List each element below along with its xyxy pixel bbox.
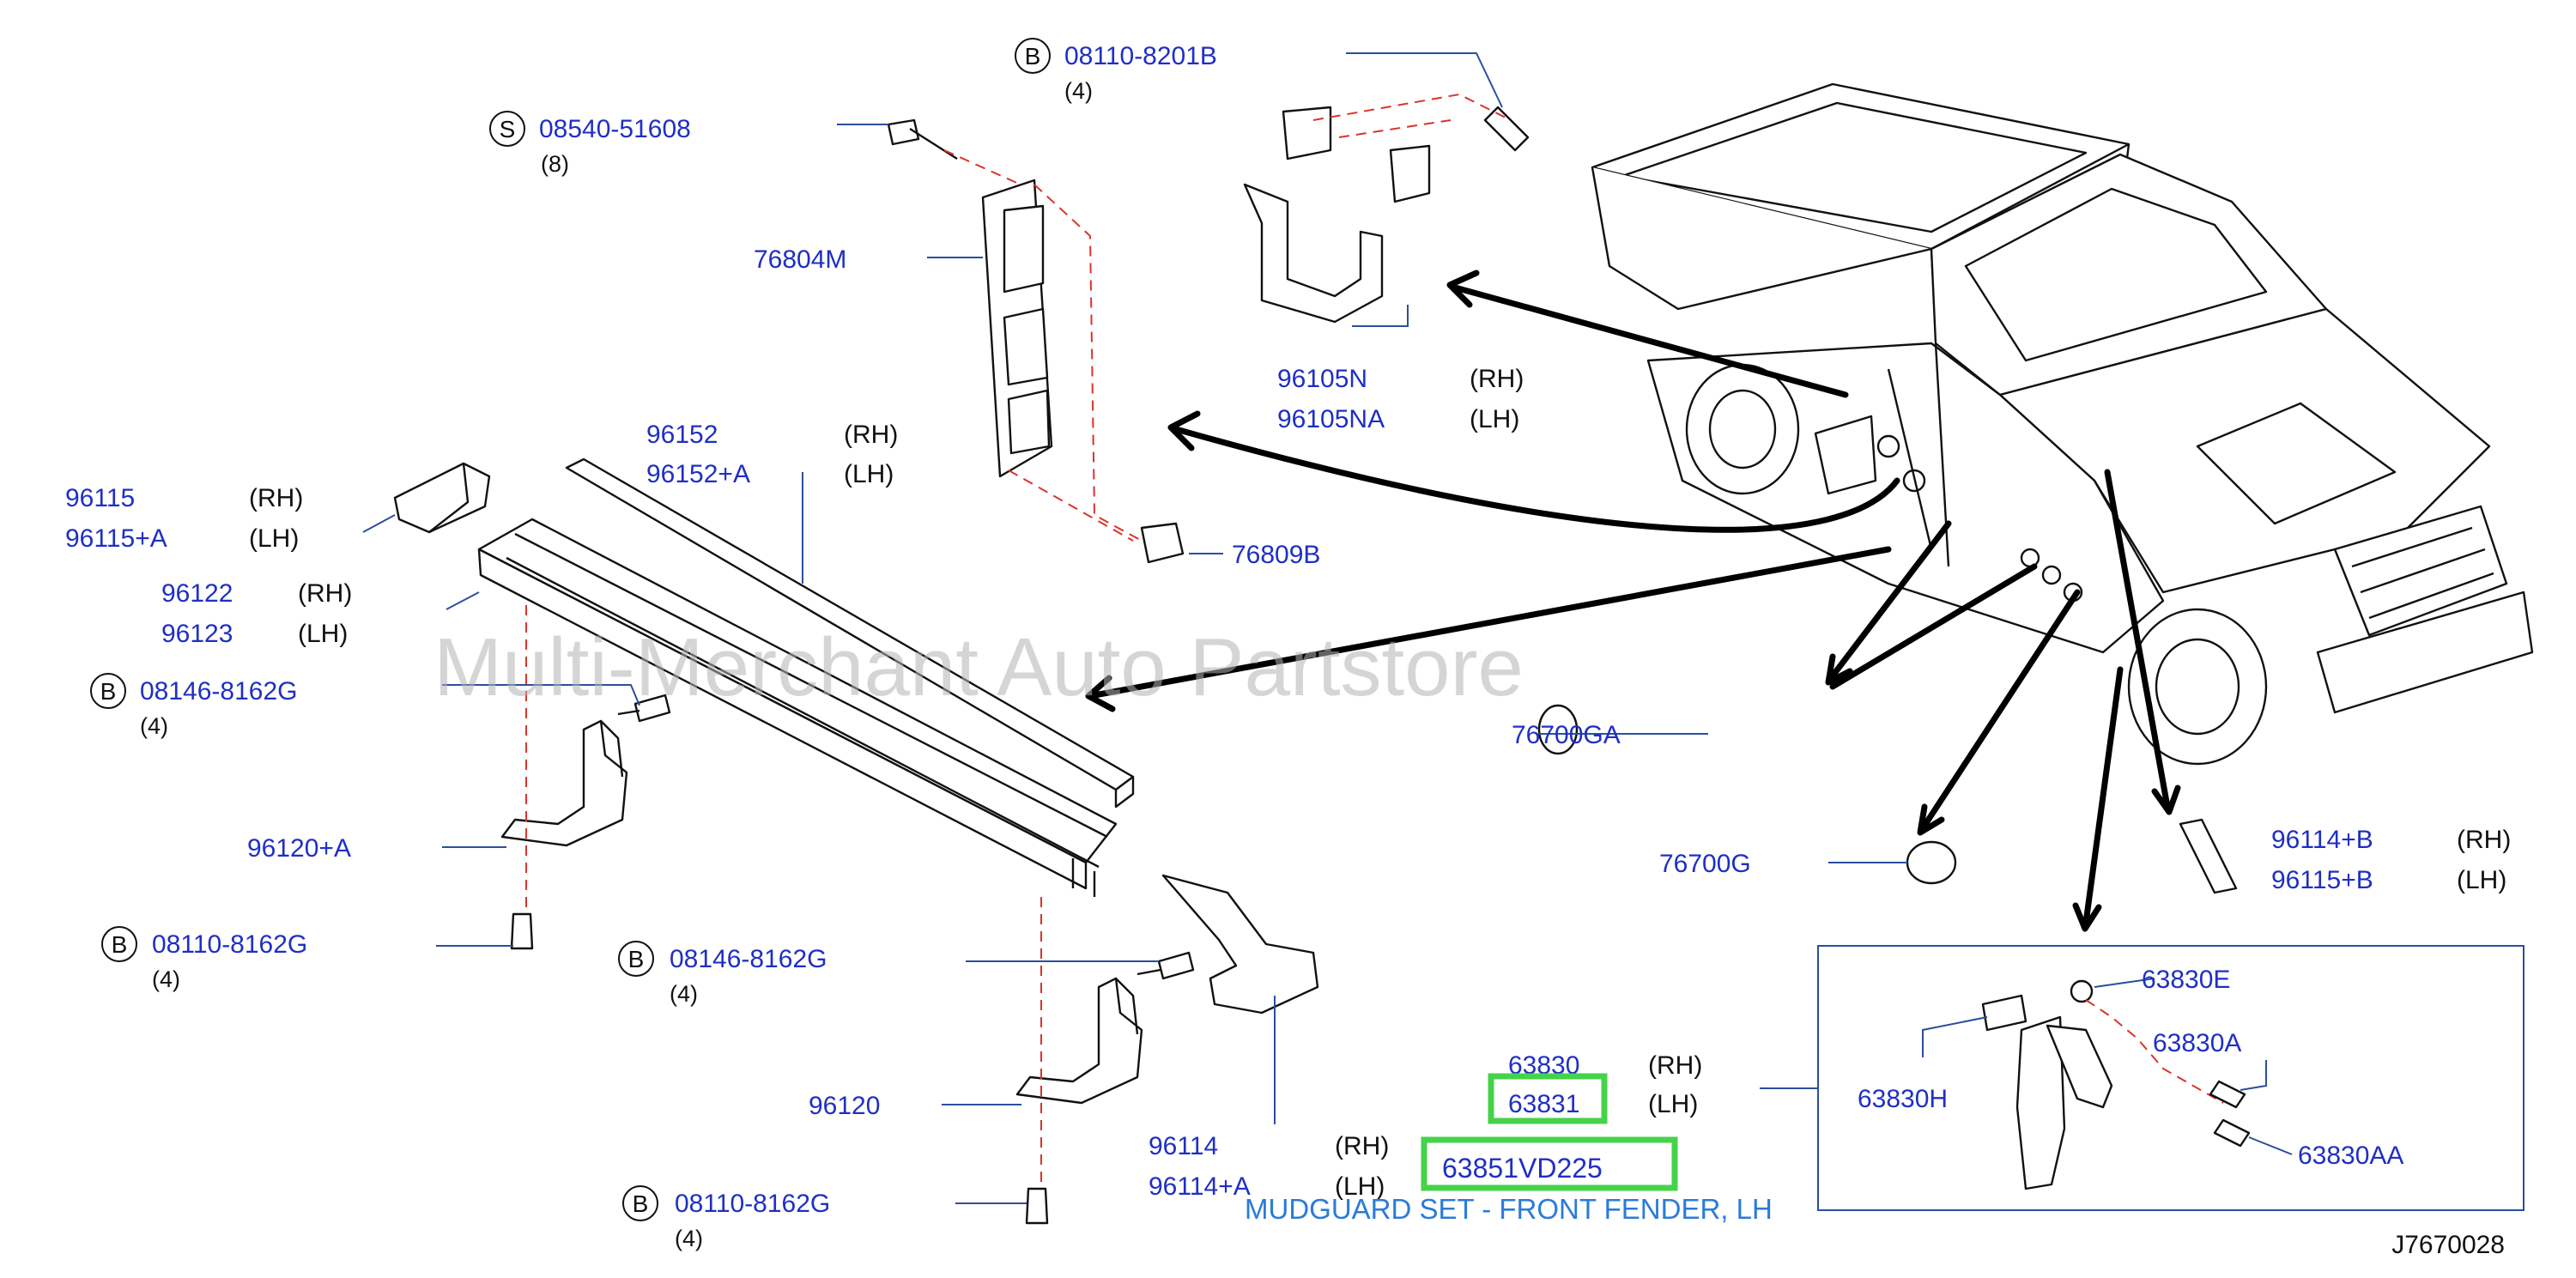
callout-08110-8162g-bottom[interactable]: B 08110-8162G (4)	[622, 1185, 830, 1251]
callout-08110-8201b[interactable]: B 08110-8201B (4)	[1015, 38, 1217, 104]
watermark: Multi-Merchant Auto Partstore	[433, 621, 1524, 713]
part-number-08540-51608[interactable]: 08540-51608	[539, 115, 691, 143]
highlighted-part-number[interactable]: 63851VD225	[1442, 1153, 1603, 1184]
callout-08540-51608[interactable]: S 08540-51608 (8)	[489, 111, 691, 177]
side-lh-label: (LH)	[1335, 1172, 1385, 1201]
bolt-type-badge	[1015, 38, 1051, 74]
part-number-08146-8162g[interactable]: 08146-8162G	[140, 677, 298, 706]
part-number-76809b[interactable]: 76809B	[1232, 541, 1320, 569]
bracket-96120a	[500, 605, 671, 950]
part-number-96152[interactable]: 96152	[646, 421, 718, 449]
part-number-63830e[interactable]: 63830E	[2142, 966, 2230, 994]
part-number-96152a[interactable]: 96152+A	[646, 460, 750, 488]
bolt-type-badge	[101, 926, 137, 962]
part-number-08110-8201b[interactable]: 08110-8201B	[1064, 42, 1217, 70]
part-number-63830a[interactable]: 63830A	[2153, 1029, 2241, 1057]
callout-08146-8162g-upper[interactable]: B 08146-8162G (4)	[90, 673, 298, 739]
mudguard-inset	[1817, 945, 2524, 1211]
callout-08146-8162g-lower[interactable]: B 08146-8162G (4)	[618, 941, 827, 1007]
part-number-76700g[interactable]: 76700G	[1659, 850, 1751, 878]
bracket-96120	[1015, 897, 1195, 1225]
highlight-box-63851vd225	[1421, 1136, 1678, 1191]
side-rh-label: (RH)	[844, 421, 898, 449]
step-lamp-housing-76804m	[981, 179, 1185, 564]
bracket-96105n	[1243, 93, 1530, 324]
part-number-96122[interactable]: 96122	[161, 579, 233, 608]
part-number-63831[interactable]: 63831	[1508, 1090, 1579, 1118]
bolt-type-letter: B	[628, 946, 645, 972]
part-number-96115[interactable]: 96115	[65, 484, 135, 512]
clip-76700ga	[1537, 704, 1579, 755]
side-lh-label: (LH)	[249, 524, 299, 553]
trim-strip-96152	[565, 457, 1135, 809]
clip-76700g	[1906, 840, 1957, 885]
side-lh-label: (LH)	[298, 620, 348, 648]
part-number-08110-8162g[interactable]: 08110-8162G	[152, 930, 307, 959]
quantity-label: (4)	[152, 966, 180, 992]
screw-08540-51608	[887, 118, 1031, 190]
part-number-08110-8162g[interactable]: 08110-8162G	[675, 1190, 830, 1218]
part-number-96123[interactable]: 96123	[161, 620, 233, 648]
side-rh-label: (RH)	[298, 579, 352, 608]
part-number-63830h[interactable]: 63830H	[1858, 1085, 1948, 1113]
part-number-63830aa[interactable]: 63830AA	[2298, 1142, 2403, 1170]
mud-flap-96114	[1161, 874, 1319, 1015]
side-rh-label: (RH)	[1335, 1132, 1389, 1160]
screw-type-letter: S	[500, 116, 516, 142]
part-number-96114[interactable]: 96114	[1149, 1132, 1218, 1160]
part-number-96115a[interactable]: 96115+A	[65, 524, 167, 553]
quantity-label: (4)	[670, 981, 698, 1007]
bolt-type-badge	[90, 673, 126, 709]
side-rh-label: (RH)	[2457, 826, 2511, 854]
quantity-label: (8)	[541, 151, 569, 177]
side-lh-label: (LH)	[844, 460, 894, 488]
bolt-type-letter: B	[1025, 43, 1041, 70]
part-number-96114b[interactable]: 96114+B	[2271, 826, 2373, 854]
part-description: MUDGUARD SET - FRONT FENDER, LH	[1245, 1193, 1773, 1225]
leader-lines	[362, 52, 2293, 1204]
bolt-type-badge	[618, 941, 654, 977]
part-number-96105n[interactable]: 96105N	[1277, 365, 1367, 393]
bolt-type-letter: B	[633, 1190, 649, 1217]
side-rh-label: (RH)	[1648, 1051, 1702, 1080]
part-number-76700ga[interactable]: 76700GA	[1512, 721, 1621, 749]
callout-08110-8162g-left[interactable]: B 08110-8162G (4)	[101, 926, 307, 992]
bolt-type-letter: B	[100, 678, 117, 705]
callout-arrows	[1085, 270, 2181, 932]
screw-type-badge	[489, 111, 525, 147]
quantity-label: (4)	[1064, 78, 1093, 104]
part-number-96114a[interactable]: 96114+A	[1149, 1172, 1251, 1201]
side-rh-label: (RH)	[249, 484, 303, 512]
part-number-08146-8162g[interactable]: 08146-8162G	[670, 945, 827, 973]
side-lh-label: (LH)	[2457, 866, 2506, 894]
part-number-96115b[interactable]: 96115+B	[2271, 866, 2373, 894]
part-number-76804m[interactable]: 76804M	[754, 245, 846, 274]
side-lh-label: (LH)	[1648, 1090, 1698, 1118]
part-number-96105na[interactable]: 96105NA	[1277, 405, 1385, 433]
quantity-label: (4)	[140, 713, 168, 739]
quantity-label: (4)	[675, 1226, 703, 1251]
side-rh-label: (RH)	[1470, 365, 1524, 393]
part-number-96120[interactable]: 96120	[809, 1092, 880, 1120]
end-cap-96115	[393, 462, 491, 534]
part-number-96120a[interactable]: 96120+A	[247, 834, 351, 863]
truck-illustration	[1591, 82, 2534, 766]
bolt-type-letter: B	[112, 931, 128, 958]
step-rail-96122	[477, 518, 1118, 897]
diagram-code: J7670028	[2391, 1231, 2505, 1259]
bolt-type-badge	[622, 1185, 658, 1221]
highlight-box-63831	[1488, 1073, 1608, 1124]
side-lh-label: (LH)	[1470, 405, 1519, 433]
trim-96114b	[2179, 818, 2238, 894]
